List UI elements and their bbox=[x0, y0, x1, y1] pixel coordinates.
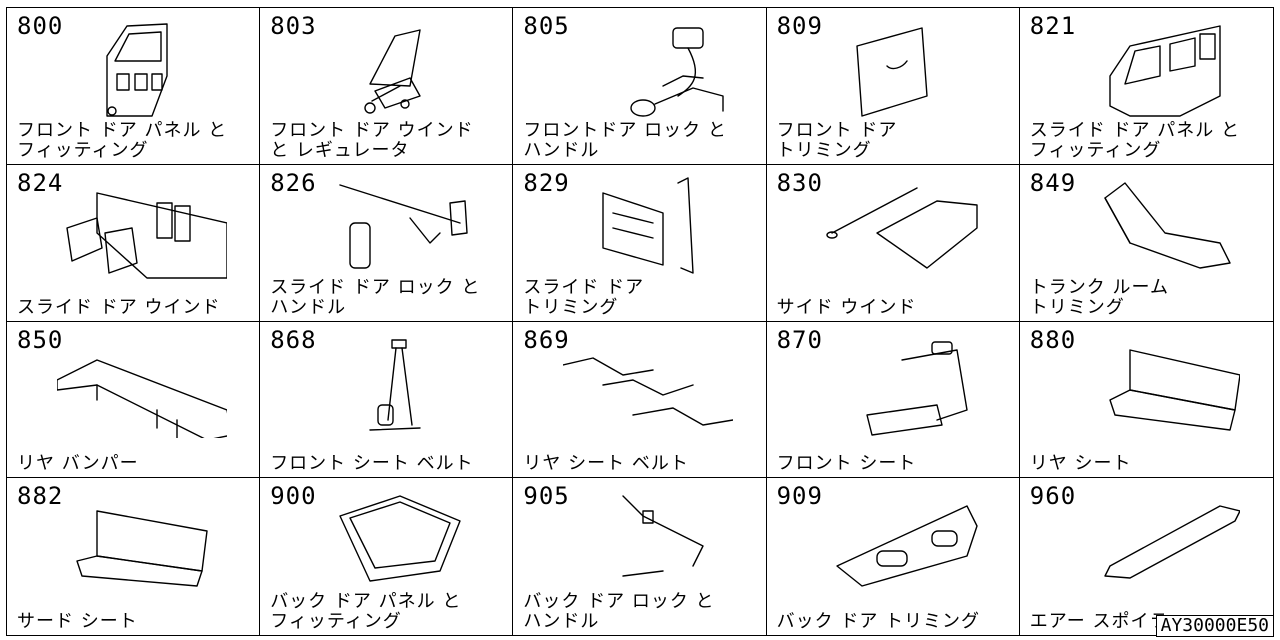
part-title: サイド ウインド bbox=[776, 296, 917, 318]
part-code: 880 bbox=[1029, 325, 1077, 354]
part-title: フロント シート bbox=[776, 453, 917, 475]
back-trim-icon bbox=[817, 486, 987, 594]
slide-window-icon bbox=[57, 173, 228, 281]
part-title: スライド ドア トリミング bbox=[523, 276, 645, 318]
part-cell-826[interactable]: 826 スライド ドア ロック と ハンドル bbox=[260, 164, 514, 322]
part-cell-870[interactable]: 870 フロント シート bbox=[766, 321, 1020, 479]
part-cell-905[interactable]: 905 バック ドア ロック と ハンドル bbox=[513, 478, 767, 635]
spoiler-icon bbox=[1070, 486, 1241, 594]
part-title: リヤ バンパー bbox=[17, 453, 139, 475]
part-title: サード シート bbox=[17, 611, 138, 632]
part-code: 909 bbox=[776, 482, 823, 511]
part-cell-821[interactable]: 821 スライド ドア パネル と フィッティング bbox=[1019, 8, 1273, 165]
trunk-trim-icon bbox=[1070, 173, 1240, 281]
part-cell-809[interactable]: 809 フロント ドア トリミング bbox=[766, 8, 1020, 165]
part-cell-850[interactable]: 850 リヤ バンパー bbox=[7, 321, 261, 479]
part-cell-805[interactable]: 805 フロントドア ロック と ハンドル bbox=[513, 8, 767, 165]
part-code: 849 bbox=[1029, 168, 1077, 197]
part-cell-849[interactable]: 849 トランク ルーム トリミング bbox=[1019, 165, 1273, 322]
part-title: フロントドア ロック と ハンドル bbox=[523, 119, 727, 161]
slide-lock-icon bbox=[310, 173, 480, 281]
slide-trim-icon bbox=[563, 173, 733, 281]
window-regulator-icon bbox=[310, 16, 480, 124]
part-code: 821 bbox=[1029, 12, 1077, 40]
door-panel-icon bbox=[57, 16, 227, 124]
part-title: フロント ドア トリミング bbox=[776, 119, 898, 161]
part-code: 960 bbox=[1029, 482, 1077, 511]
part-code: 900 bbox=[270, 482, 317, 511]
part-cell-829[interactable]: 829 スライド ドア トリミング bbox=[513, 164, 767, 322]
part-cell-830[interactable]: 830 サイド ウインド bbox=[766, 164, 1020, 322]
part-code: 850 bbox=[17, 325, 64, 354]
part-cell-880[interactable]: 880 リヤ シート bbox=[1019, 322, 1273, 479]
part-code: 824 bbox=[17, 168, 64, 197]
part-cell-960[interactable]: 960 エアー スポイラー bbox=[1020, 478, 1273, 635]
part-code: 869 bbox=[523, 325, 570, 354]
third-seat-icon bbox=[57, 486, 227, 594]
part-title: フロント ドア パネル と フィッティング bbox=[17, 119, 228, 161]
rear-bumper-icon bbox=[56, 330, 233, 441]
back-lock-icon bbox=[563, 486, 733, 594]
part-code: 882 bbox=[17, 482, 64, 511]
part-title: バック ドア トリミング bbox=[776, 611, 981, 632]
front-seat-icon bbox=[817, 330, 987, 438]
part-title: リヤ シート ベルト bbox=[523, 453, 689, 475]
part-code: 809 bbox=[776, 12, 823, 40]
part-cell-800[interactable]: 800 フロント ドア パネル と フィッティング bbox=[7, 8, 261, 165]
van-body-icon bbox=[1070, 16, 1240, 124]
parts-grid: 800 フロント ドア パネル と フィッティング 803 フロント ドア ウイ… bbox=[6, 7, 1274, 636]
part-cell-868[interactable]: 868 フロント シート ベルト bbox=[260, 321, 514, 479]
part-code: 905 bbox=[523, 482, 570, 511]
rear-seat-icon bbox=[1070, 330, 1241, 438]
part-code: 805 bbox=[523, 12, 570, 40]
back-door-icon bbox=[310, 486, 480, 594]
part-cell-803[interactable]: 803 フロント ドア ウインド と レギュレータ bbox=[260, 8, 514, 165]
door-lock-icon bbox=[563, 16, 733, 124]
part-cell-869[interactable]: 869 リヤ シート ベルト bbox=[513, 321, 767, 479]
part-title: フロント ドア ウインド と レギュレータ bbox=[270, 119, 474, 161]
part-code: 826 bbox=[270, 168, 317, 197]
part-title: フロント シート ベルト bbox=[270, 453, 474, 475]
part-title: バック ドア パネル と フィッティング bbox=[270, 591, 462, 632]
part-cell-824[interactable]: 824 スライド ドア ウインド bbox=[7, 164, 261, 322]
seat-belt-icon bbox=[310, 330, 480, 438]
rear-belt-icon bbox=[562, 330, 735, 438]
part-code: 800 bbox=[17, 12, 64, 40]
door-trim-icon bbox=[817, 16, 987, 124]
part-code: 868 bbox=[270, 325, 317, 354]
part-code: 803 bbox=[270, 12, 317, 40]
side-window-icon bbox=[817, 173, 987, 281]
part-cell-882[interactable]: 882 サード シート bbox=[7, 478, 261, 635]
part-title: スライド ドア ウインド bbox=[17, 296, 221, 318]
part-cell-909[interactable]: 909 バック ドア トリミング bbox=[767, 478, 1020, 635]
part-code: 830 bbox=[776, 168, 823, 197]
diagram-id: AY30000E50 bbox=[1155, 615, 1274, 637]
part-title: リヤ シート bbox=[1029, 453, 1132, 475]
part-code: 870 bbox=[776, 325, 823, 354]
part-title: トランク ルーム トリミング bbox=[1029, 276, 1169, 318]
part-cell-900[interactable]: 900 バック ドア パネル と フィッティング bbox=[260, 478, 514, 635]
part-code: 829 bbox=[523, 168, 570, 197]
part-title: スライド ドア ロック と ハンドル bbox=[270, 276, 481, 318]
part-title: スライド ドア パネル と フィッティング bbox=[1029, 119, 1240, 161]
part-title: バック ドア ロック と ハンドル bbox=[523, 591, 715, 632]
